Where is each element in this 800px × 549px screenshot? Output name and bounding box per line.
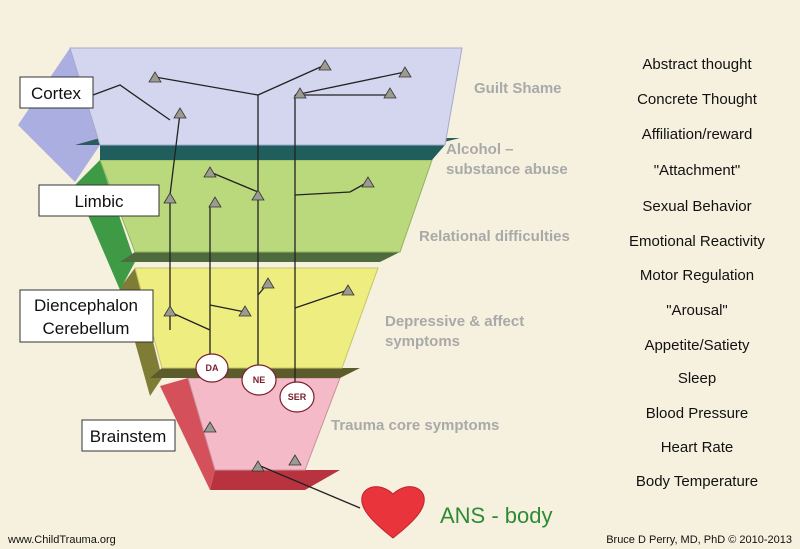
synapse-marker [383, 87, 397, 99]
synapse-marker [163, 305, 177, 317]
function-item: Concrete Thought [637, 91, 758, 108]
function-item: Body Temperature [636, 473, 758, 490]
brainstem-label: Brainstem [90, 427, 167, 446]
da-node: DA [195, 353, 229, 383]
synapse-marker [398, 66, 412, 78]
symptom-alcohol-line1: Alcohol – [446, 141, 514, 158]
da-label: DA [206, 363, 219, 373]
shape [19, 76, 94, 109]
limbic-label-box: Limbic [38, 184, 160, 217]
function-item: Sexual Behavior [642, 198, 751, 215]
axon-line [294, 71, 406, 96]
synapse-marker [148, 71, 162, 83]
ser-label: SER [288, 392, 307, 402]
heart-icon [361, 486, 425, 539]
synapse-marker [318, 59, 332, 71]
diencephalon-label-box: Diencephalon Cerebellum [19, 289, 154, 343]
shape [38, 184, 160, 217]
function-item: "Arousal" [666, 302, 728, 319]
synapse-marker [163, 192, 177, 204]
shape [279, 381, 315, 413]
axon-line [209, 171, 259, 193]
function-list: Abstract thought Concrete Thought Affili… [629, 56, 765, 490]
synapse-marker [261, 277, 275, 289]
neuron-network [92, 59, 412, 509]
function-item: Abstract thought [642, 56, 752, 73]
shape [100, 145, 445, 160]
function-item: Blood Pressure [646, 405, 749, 422]
synapse-marker [173, 107, 187, 119]
ser-node: SER [279, 381, 315, 413]
footer-copyright: Bruce D Perry, MD, PhD © 2010-2013 [606, 534, 792, 546]
shape [120, 252, 400, 262]
axon-line [154, 76, 259, 96]
ne-node: NE [241, 364, 277, 396]
shape [195, 353, 229, 383]
cortex-label-box: Cortex [19, 76, 94, 109]
shape [81, 419, 176, 452]
axon-line [169, 112, 181, 196]
synapse-marker [238, 305, 252, 317]
symptom-alcohol-line2: substance abuse [446, 161, 568, 178]
synapse-marker [293, 87, 307, 99]
function-item: "Attachment" [654, 162, 741, 179]
axon-line [92, 84, 171, 121]
shape [160, 378, 215, 490]
shape [241, 364, 277, 396]
shape [210, 470, 340, 490]
diencephalon-label: Diencephalon [34, 296, 138, 315]
limbic-label: Limbic [74, 192, 124, 211]
symptom-relational: Relational difficulties [419, 228, 570, 245]
brainstem-label-box: Brainstem [81, 419, 176, 452]
shape [134, 267, 379, 369]
shape [19, 289, 154, 343]
function-item: Sleep [678, 370, 716, 387]
synapse-marker [251, 189, 265, 201]
function-item: Appetite/Satiety [644, 337, 750, 354]
symptom-trauma-core: Trauma core symptoms [331, 417, 499, 434]
synapse-marker [288, 454, 302, 466]
function-item: Emotional Reactivity [629, 233, 765, 250]
axon-line [257, 464, 361, 509]
synapse-marker [208, 196, 222, 208]
symptom-depressive-line2: symptoms [385, 333, 460, 350]
synapse-marker [203, 166, 217, 178]
axon-line [294, 289, 349, 309]
function-item: Motor Regulation [640, 267, 754, 284]
axon-line [294, 181, 369, 196]
footer-website: www.ChildTrauma.org [7, 534, 116, 546]
axon-line [257, 64, 326, 96]
synapse-marker [203, 421, 217, 433]
ans-body-label: ANS - body [440, 503, 553, 528]
shape [69, 47, 463, 146]
symptom-depressive-line1: Depressive & affect [385, 313, 524, 330]
function-item: Affiliation/reward [642, 126, 753, 143]
axon-line [169, 311, 211, 331]
symptom-guilt-shame: Guilt Shame [474, 80, 562, 97]
cortex-label: Cortex [31, 84, 82, 103]
cerebellum-label: Cerebellum [43, 319, 130, 338]
synapse-marker [361, 176, 375, 188]
axon-line [209, 304, 246, 313]
synapse-marker [251, 460, 265, 472]
function-item: Heart Rate [661, 439, 734, 456]
ne-label: NE [253, 375, 266, 385]
synapse-marker [341, 284, 355, 296]
